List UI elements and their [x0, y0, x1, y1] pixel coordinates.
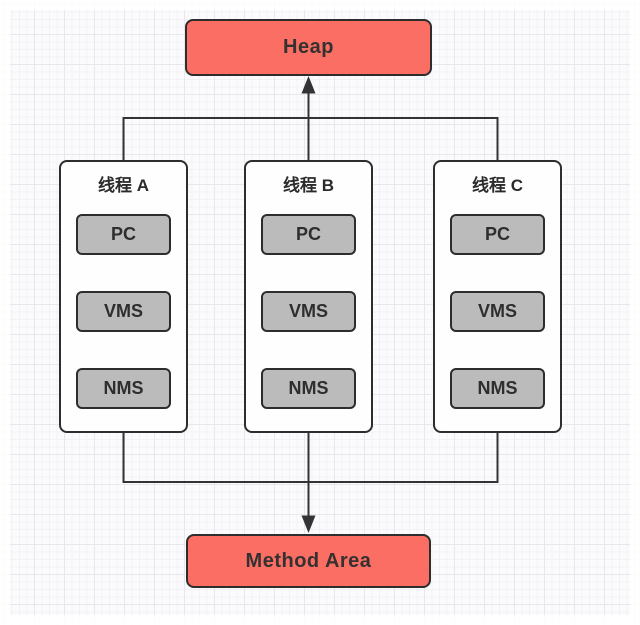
nms-label: NMS	[477, 378, 518, 398]
arrowhead-down-icon	[301, 515, 316, 533]
connector-top-rail	[122, 117, 499, 160]
thread-a-title: 线程 A	[98, 176, 149, 195]
node-vms: VMS	[261, 291, 356, 332]
connector-bottom-rail	[122, 433, 499, 483]
node-thread-c: 线程 C PC VMS NMS	[433, 160, 562, 433]
arrowhead-up-icon	[301, 76, 316, 94]
node-thread-a: 线程 A PC VMS NMS	[59, 160, 188, 433]
node-nms: NMS	[450, 368, 545, 409]
method-area-label: Method Area	[245, 549, 372, 572]
thread-b-title: 线程 B	[283, 176, 334, 195]
node-nms: NMS	[76, 368, 171, 409]
node-pc: PC	[261, 214, 356, 255]
vms-label: VMS	[103, 301, 143, 321]
thread-c-title: 线程 C	[472, 176, 523, 195]
pc-label: PC	[295, 224, 321, 244]
nms-label: NMS	[288, 378, 329, 398]
vms-label: VMS	[288, 301, 328, 321]
node-method-area: Method Area	[186, 534, 431, 588]
node-heap: Heap	[185, 19, 432, 76]
heap-label: Heap	[283, 36, 334, 58]
node-nms: NMS	[261, 368, 356, 409]
pc-label: PC	[110, 224, 136, 244]
node-thread-b: 线程 B PC VMS NMS	[244, 160, 373, 433]
nms-label: NMS	[103, 378, 144, 398]
vms-label: VMS	[477, 301, 517, 321]
node-pc: PC	[76, 214, 171, 255]
pc-label: PC	[484, 224, 510, 244]
node-vms: VMS	[450, 291, 545, 332]
node-vms: VMS	[76, 291, 171, 332]
node-pc: PC	[450, 214, 545, 255]
